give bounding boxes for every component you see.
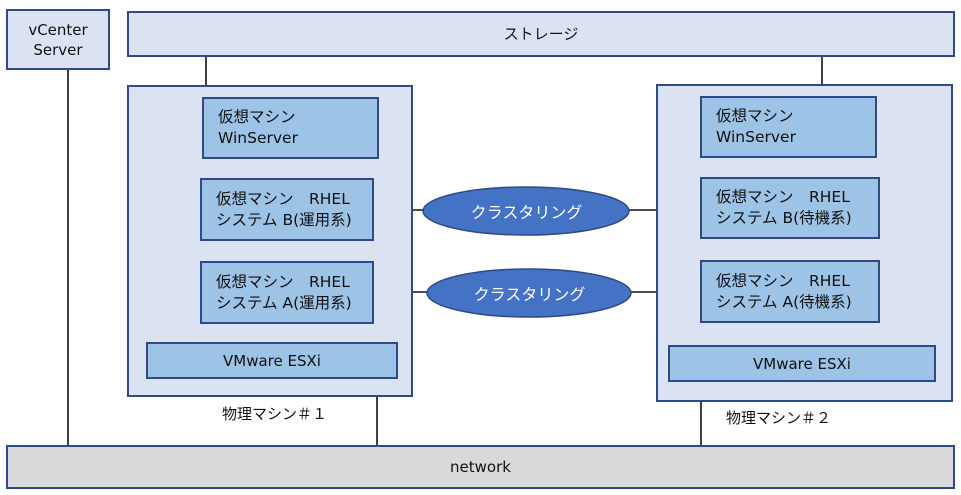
host2-vm-rhel-b-line1: 仮想マシン RHEL — [716, 188, 850, 206]
host1-vm-rhel-b: 仮想マシン RHEL システム B(運用系) — [200, 178, 374, 241]
host1-vm-rhel-b-line1: 仮想マシン RHEL — [216, 189, 350, 208]
clustering-bottom-label: クラスタリング — [473, 285, 586, 304]
storage-label: ストレージ — [503, 25, 579, 43]
host1-label: 物理マシン＃１ — [222, 405, 328, 423]
storage-box: ストレージ — [127, 11, 955, 57]
host1-vm-rhel-a-line1: 仮想マシン RHEL — [216, 272, 350, 291]
host2-vm-rhel-a-line2: システム A(待機系) — [716, 292, 852, 311]
vcenter-line1: vCenter — [28, 20, 88, 39]
host1-vm-rhel-b-line2: システム B(運用系) — [216, 210, 352, 229]
host1-vm-winserver: 仮想マシン WinServer — [202, 97, 379, 159]
host2-vm-rhel-b: 仮想マシン RHEL システム B(待機系) — [700, 177, 880, 239]
clustering-bottom-ellipse — [426, 268, 632, 318]
host2-vm-winserver-line2: WinServer — [716, 128, 796, 146]
clustering-top-label: クラスタリング — [470, 203, 583, 222]
host1-vm-rhel-a-line2: システム A(運用系) — [216, 293, 352, 312]
vcenter-server-box: vCenter Server — [6, 9, 110, 70]
host2-vm-winserver: 仮想マシン WinServer — [700, 96, 877, 158]
network-label: network — [450, 458, 511, 476]
clustering-top-ellipse — [422, 186, 630, 236]
host2-vm-rhel-a-line1: 仮想マシン RHEL — [716, 271, 850, 290]
host2-vm-winserver-line1: 仮想マシン — [716, 107, 794, 125]
host1-vm-winserver-line2: WinServer — [218, 129, 298, 147]
host2-vm-rhel-a: 仮想マシン RHEL システム A(待機系) — [700, 260, 880, 323]
host1-hypervisor: VMware ESXi — [146, 342, 398, 379]
host1-vm-winserver-line1: 仮想マシン — [218, 108, 296, 126]
network-bar: network — [6, 445, 955, 489]
host2-vm-rhel-b-line2: システム B(待機系) — [716, 209, 852, 227]
host2-hypervisor: VMware ESXi — [668, 345, 936, 382]
host2-label: 物理マシン＃２ — [726, 409, 832, 427]
host2-hypervisor-label: VMware ESXi — [753, 354, 851, 373]
host1-hypervisor-label: VMware ESXi — [223, 351, 321, 370]
vcenter-line2: Server — [33, 40, 83, 59]
host1-vm-rhel-a: 仮想マシン RHEL システム A(運用系) — [200, 261, 374, 324]
